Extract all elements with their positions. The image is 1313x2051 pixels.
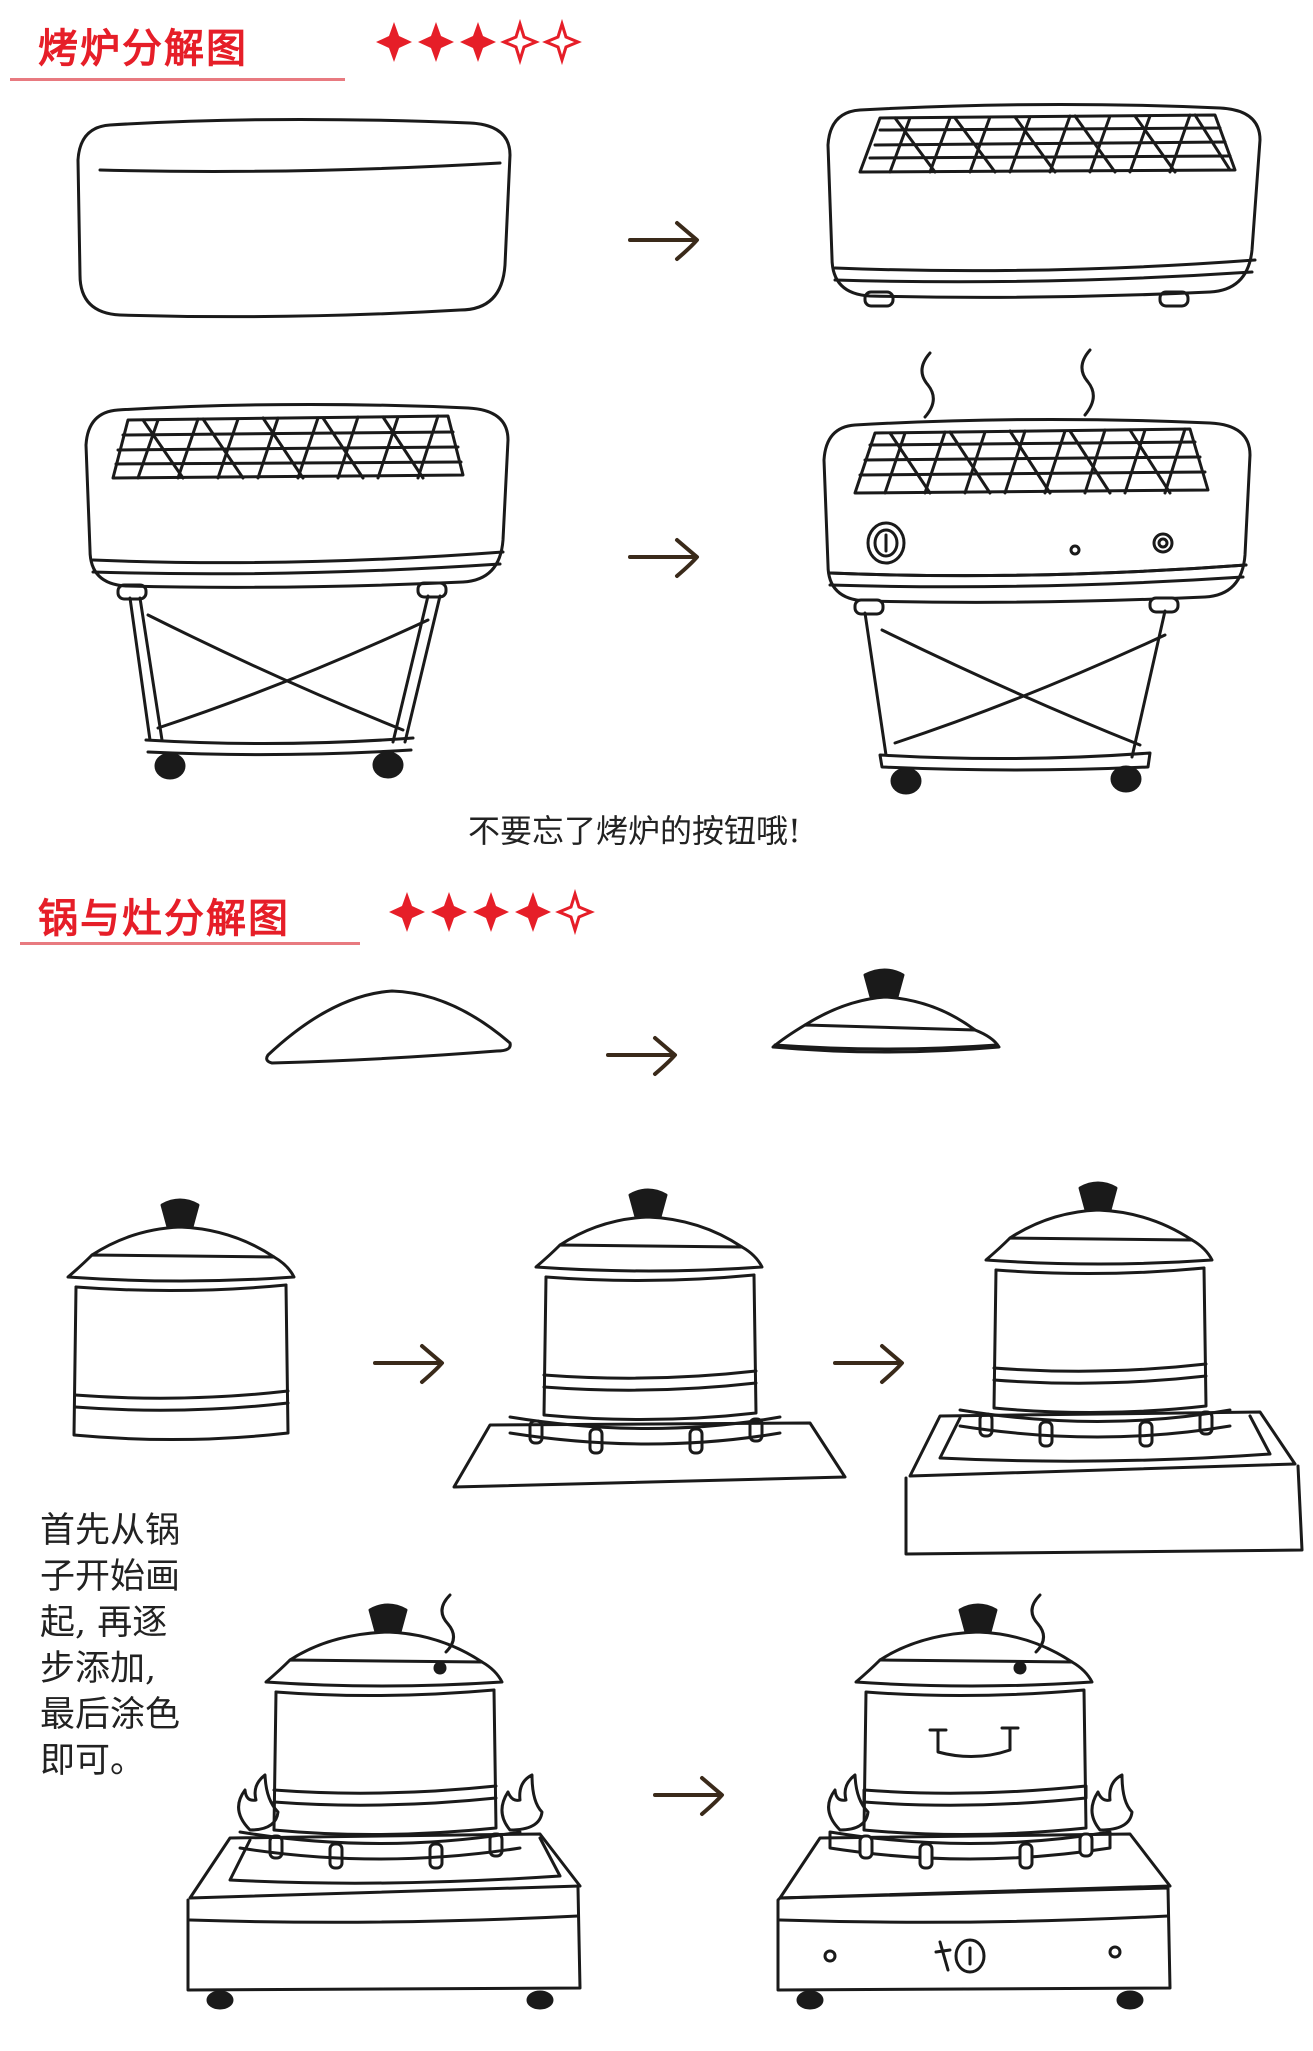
- title-underline-pot-stove: [20, 942, 360, 945]
- flame-icon: [827, 1773, 870, 1832]
- steam-icon: [440, 1593, 455, 1654]
- arrow-right-icon: [628, 538, 699, 578]
- steam-icon: [1080, 348, 1095, 417]
- steam-icon: [1030, 1593, 1045, 1654]
- arrow-right-icon: [606, 1036, 677, 1076]
- star-filled-icon: [515, 892, 551, 932]
- section-title-grill: 烤炉分解图: [38, 26, 248, 72]
- instruction-line: 最后涂色: [40, 1695, 181, 1735]
- instruction-line: 步添加,: [40, 1649, 157, 1689]
- arrow-right-icon: [628, 221, 699, 261]
- pot-step-2-burner: [452, 1188, 847, 1489]
- star-filled-icon: [376, 22, 412, 62]
- lid-step-1-dome: [265, 989, 512, 1065]
- arrow-right-icon: [373, 1344, 444, 1384]
- instruction-line: 起, 再逐: [40, 1603, 168, 1643]
- star-outline-icon: [555, 888, 595, 936]
- star-filled-icon: [460, 22, 496, 62]
- flame-icon: [237, 1773, 280, 1832]
- star-filled-icon: [418, 22, 454, 62]
- grill-step-1-box: [76, 117, 512, 319]
- difficulty-rating-pot-stove: [385, 888, 605, 942]
- star-filled-icon: [473, 892, 509, 932]
- arrow-right-icon: [833, 1344, 904, 1384]
- instruction-text: 首先从锅 子开始画 起, 再逐 步添加, 最后涂色 即可。: [40, 1508, 180, 1784]
- pot-step-5-colored: [776, 1593, 1172, 2010]
- star-outline-icon: [542, 18, 582, 66]
- pot-step-4-flames: [186, 1593, 582, 2010]
- star-outline-icon: [500, 18, 540, 66]
- star-filled-icon: [389, 892, 425, 932]
- instruction-line: 即可。: [40, 1741, 146, 1781]
- grill-step-4-colored: [822, 348, 1252, 795]
- pot-step-1: [66, 1198, 296, 1442]
- flame-icon: [500, 1773, 544, 1832]
- difficulty-rating-grill: [372, 18, 592, 72]
- arrow-right-icon: [653, 1776, 724, 1816]
- lid-step-2-with-knob: [771, 968, 1001, 1054]
- title-underline-grill: [10, 78, 345, 81]
- rating-stars: [389, 888, 595, 936]
- instruction-line: 首先从锅: [40, 1511, 181, 1551]
- star-filled-icon: [431, 892, 467, 932]
- pot-step-3-stove: [904, 1181, 1304, 1556]
- section-title-pot-stove: 锅与灶分解图: [38, 896, 290, 942]
- steam-icon: [920, 351, 935, 419]
- instruction-line: 子开始画: [40, 1557, 181, 1597]
- grill-step-2-box-grate: [826, 102, 1262, 308]
- grill-step-3-full: [84, 402, 510, 780]
- rating-stars: [376, 18, 582, 66]
- grill-button-tip: 不要忘了烤炉的按钮哦!: [468, 812, 801, 850]
- flame-icon: [1090, 1773, 1134, 1832]
